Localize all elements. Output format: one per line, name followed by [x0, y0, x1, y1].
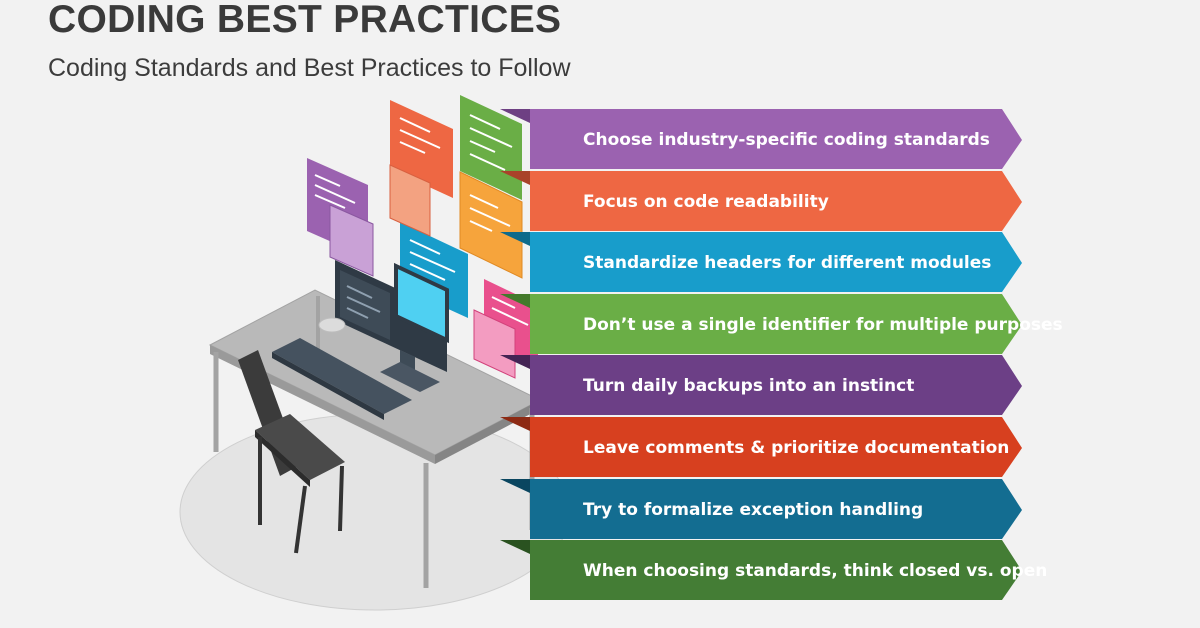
- banner-body: [530, 540, 1022, 601]
- practice-banner: Leave comments & prioritize documentatio…: [500, 417, 1024, 479]
- practice-label: Turn daily backups into an instinct: [583, 376, 915, 397]
- banner-body: [530, 417, 1022, 477]
- page-subtitle: Coding Standards and Best Practices to F…: [48, 54, 571, 82]
- banner-shape: [500, 109, 1022, 169]
- monitor: [335, 260, 449, 392]
- banner-body: [530, 109, 1022, 169]
- mouse: [318, 317, 346, 333]
- banner-fold: [500, 232, 530, 247]
- banner-fold: [500, 355, 530, 370]
- chair: [238, 350, 345, 554]
- banner-fold: [500, 170, 530, 185]
- practice-label: Focus on code readability: [583, 191, 829, 212]
- banner-shape: [500, 170, 1022, 231]
- purple-code-panel: [307, 158, 374, 277]
- banner-body: [530, 293, 1022, 354]
- practice-label: Leave comments & prioritize documentatio…: [583, 438, 1010, 458]
- practice-label: Try to formalize exception handling: [583, 499, 924, 520]
- practice-banner: Don’t use a single identifier for multip…: [500, 293, 1063, 356]
- banner-shape: [500, 540, 1022, 601]
- banner-fold: [500, 478, 530, 493]
- banner-fold: [500, 293, 530, 308]
- practice-label: Choose industry-specific coding standard…: [583, 130, 990, 150]
- yellow-code-panel: [459, 171, 523, 279]
- banner-shape: [500, 417, 1022, 477]
- banner-fold: [500, 540, 530, 555]
- banner-shape: [500, 355, 1022, 416]
- practice-banner: Turn daily backups into an instinct: [500, 355, 1024, 417]
- banner-shape: [500, 293, 1022, 354]
- banner-body: [530, 170, 1022, 231]
- pink-code-panel: [473, 279, 538, 379]
- green-code-panel: [460, 95, 522, 200]
- practice-label: When choosing standards, think closed vs…: [583, 561, 1048, 582]
- keyboard: [272, 338, 412, 420]
- practice-banner: Focus on code readability: [500, 170, 1024, 233]
- banner-body: [530, 478, 1022, 539]
- page-title: CODING BEST PRACTICES: [48, 0, 562, 41]
- banner-shape: [500, 232, 1022, 293]
- banner-shape: [500, 478, 1022, 539]
- practice-label: Standardize headers for different module…: [583, 253, 992, 274]
- banner-fold: [500, 417, 530, 431]
- banner-body: [530, 232, 1022, 293]
- banner-fold: [500, 109, 530, 123]
- practice-banner: Choose industry-specific coding standard…: [500, 109, 1024, 171]
- practice-label: Don’t use a single identifier for multip…: [583, 314, 1063, 335]
- banner-body: [530, 355, 1022, 416]
- practice-banner: Standardize headers for different module…: [500, 232, 1024, 294]
- orange-code-panel: [389, 100, 453, 237]
- practice-banner: When choosing standards, think closed vs…: [500, 540, 1047, 602]
- practice-banner: Try to formalize exception handling: [500, 478, 1024, 541]
